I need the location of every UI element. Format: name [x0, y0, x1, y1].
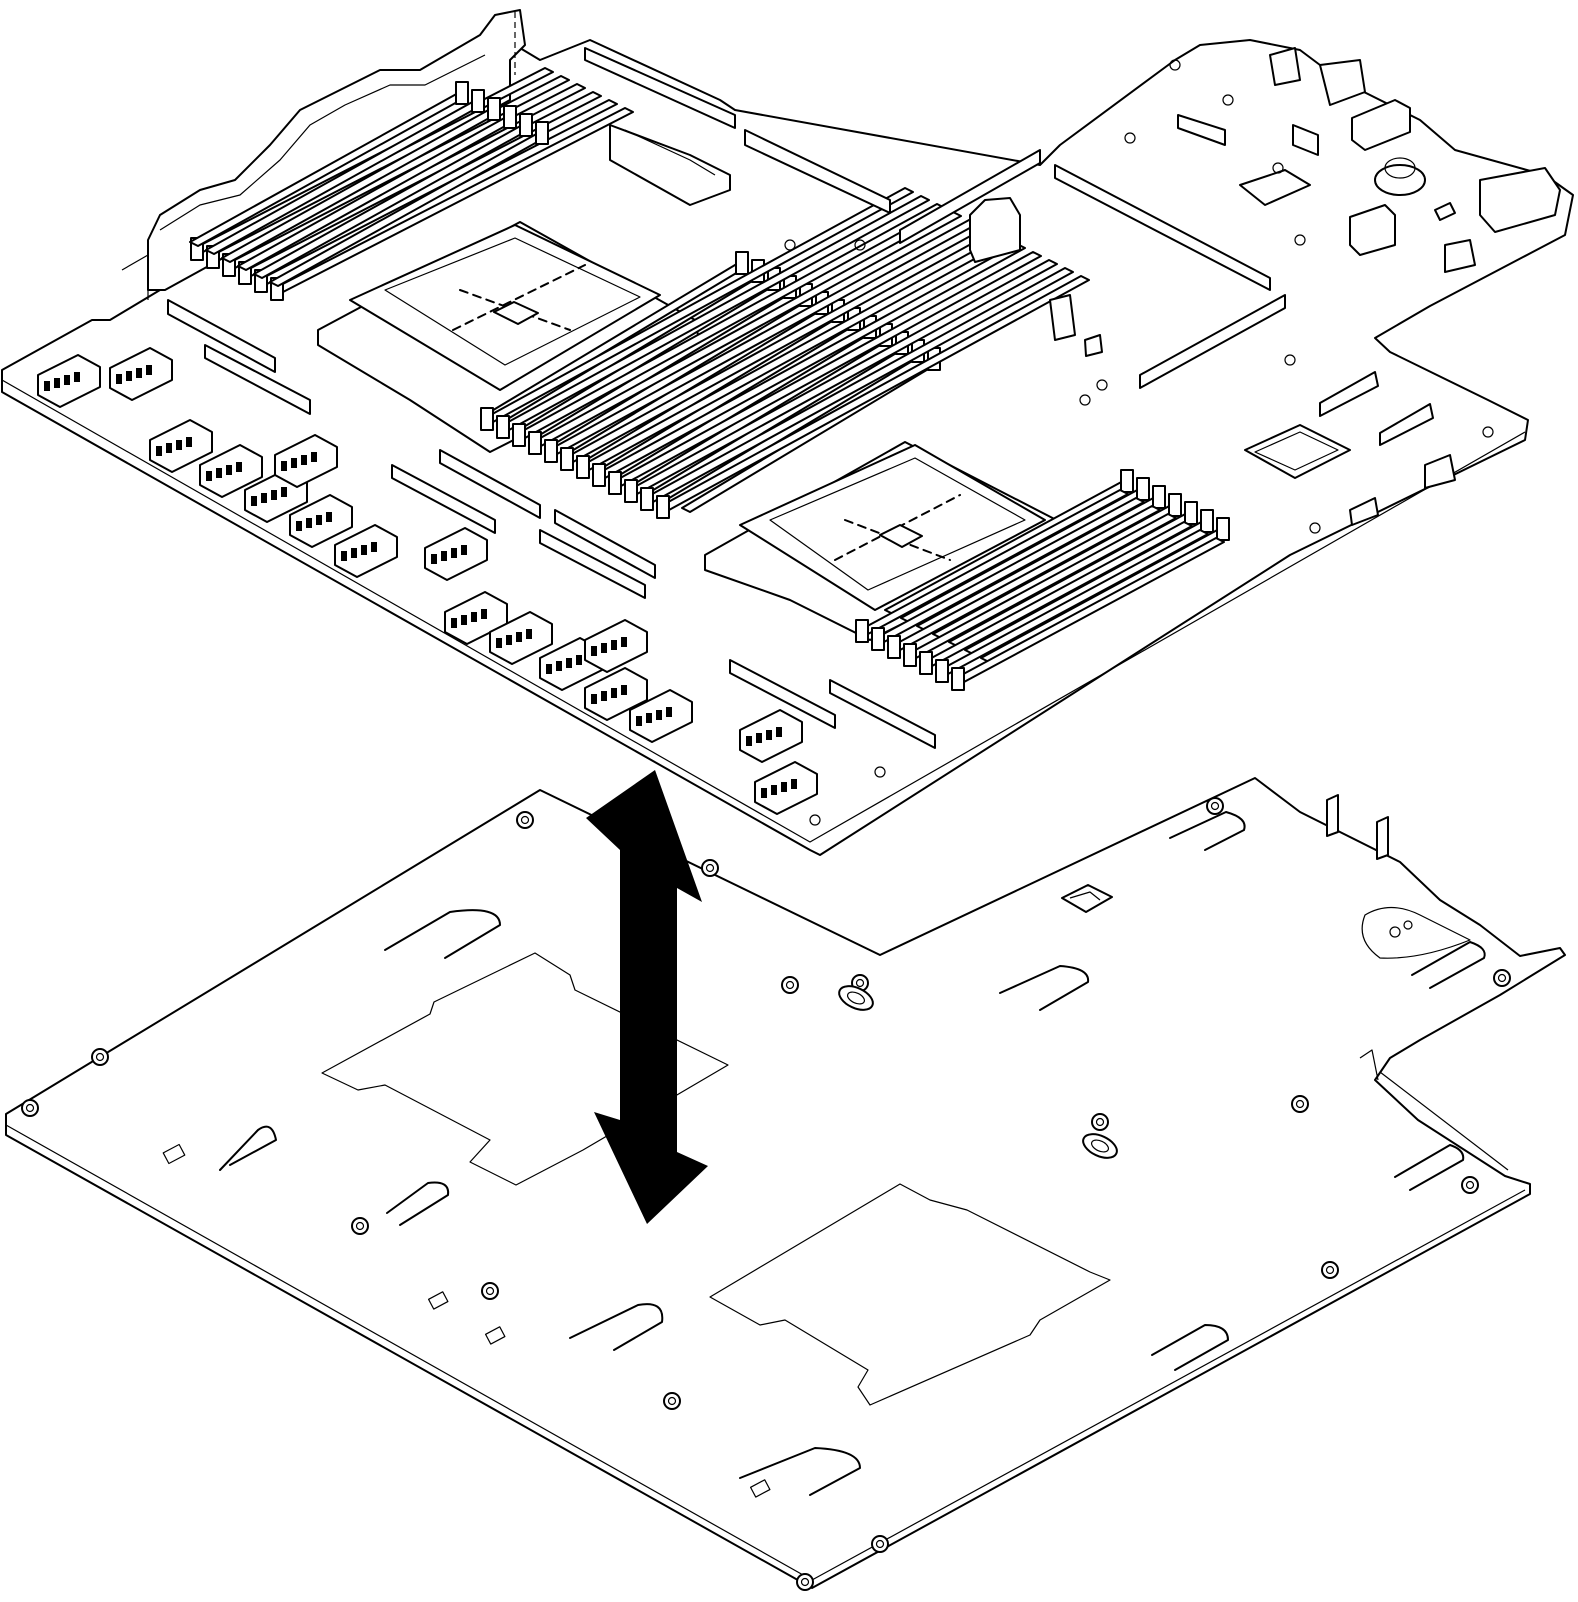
mounting-hole [809, 814, 821, 826]
dimm-latch-icon [871, 627, 885, 651]
screw-icon [1091, 1113, 1109, 1131]
screw-icon [1291, 1095, 1309, 1113]
dimm-latch-icon [1200, 509, 1214, 533]
mounting-hole [1169, 59, 1181, 71]
dimm-latch-icon [560, 447, 574, 471]
dimm-latch-icon [496, 415, 510, 439]
dimm-latch-icon [919, 651, 933, 675]
dimm-latch-icon [1216, 517, 1230, 541]
dimm-latch-icon [1136, 477, 1150, 501]
mounting-hole [784, 239, 796, 251]
board-mounting-holes [784, 59, 1494, 826]
processor-socket-2 [704, 441, 1071, 641]
dimm-latch-icon [656, 495, 670, 519]
dimm-latch-icon [903, 643, 917, 667]
mounting-hole [1309, 522, 1321, 534]
rear-io-components [609, 47, 1561, 526]
dimm-latch-icon [1120, 469, 1134, 493]
mounting-hole [1079, 394, 1091, 406]
dimm-latch-icon [503, 105, 517, 129]
power-connectors [37, 347, 818, 815]
screw-icon [796, 1573, 814, 1591]
screw-icon [701, 859, 719, 877]
dimm-latch-icon [640, 487, 654, 511]
screw-icon [1493, 969, 1511, 987]
dimm-latch-icon [576, 455, 590, 479]
screw-icon [481, 1282, 499, 1300]
mounting-hole [1222, 94, 1234, 106]
mounting-hole [1124, 132, 1136, 144]
dimm-latch-icon [887, 635, 901, 659]
mounting-hole [1294, 234, 1306, 246]
screw-icon [663, 1392, 681, 1410]
dimm-latch-icon [735, 251, 749, 275]
tray-recess-2 [709, 1183, 1111, 1406]
system-board [1, 9, 1574, 856]
screw-icon [1461, 1176, 1479, 1194]
mounting-hole [1272, 162, 1284, 174]
double-headed-arrow-icon [586, 770, 708, 1224]
screw-icon [1206, 797, 1224, 815]
memory-module-slots [189, 67, 1230, 691]
dimm-latch-icon [512, 423, 526, 447]
dimm-latch-icon [487, 97, 501, 121]
mounting-hole [874, 766, 886, 778]
mounting-hole [854, 239, 866, 251]
mounting-hole [1096, 379, 1108, 391]
mounting-hole [1284, 354, 1296, 366]
tray-outline [5, 777, 1566, 1589]
dimm-latch-icon [455, 81, 469, 105]
dimm-latch-icon [471, 89, 485, 113]
screw-icon [1321, 1261, 1339, 1279]
screw-icon [516, 811, 534, 829]
screw-icon [351, 1217, 369, 1235]
system-board-tray [5, 777, 1566, 1591]
dimm-latch-icon [855, 619, 869, 643]
dimm-latch-icon [935, 659, 949, 683]
dimm-latch-icon [528, 431, 542, 455]
screw-icon [21, 1099, 39, 1117]
screw-icon [781, 976, 799, 994]
dimm-latch-icon [535, 121, 549, 145]
dimm-latch-icon [1168, 493, 1182, 517]
dimm-latch-icon [544, 439, 558, 463]
dimm-latch-icon [519, 113, 533, 137]
dimm-latch-icon [624, 479, 638, 503]
dimm-latch-icon [1152, 485, 1166, 509]
screw-icon [871, 1535, 889, 1553]
tray-slots [219, 811, 1486, 1496]
pcie-connectors [167, 47, 1434, 749]
tray-screws [21, 797, 1511, 1591]
mounting-hole [1482, 426, 1494, 438]
screw-icon [91, 1048, 109, 1066]
dimm-latch-icon [592, 463, 606, 487]
dimm-latch-icon [608, 471, 622, 495]
dimm-latch-icon [480, 407, 494, 431]
dimm-latch-icon [951, 667, 965, 691]
dimm-latch-icon [1184, 501, 1198, 525]
